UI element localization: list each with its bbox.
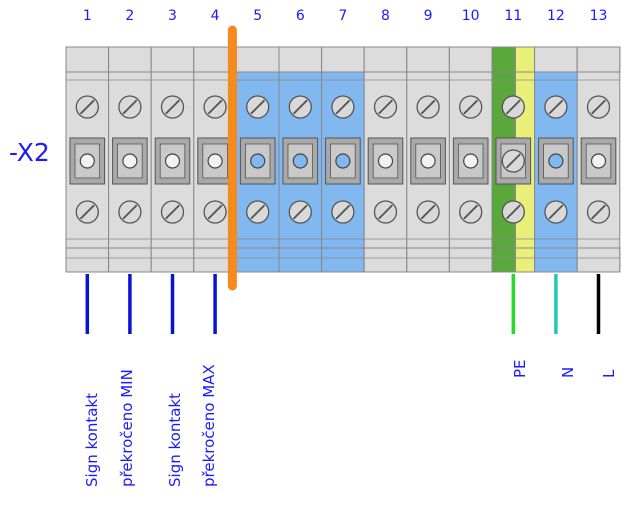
terminal-number-13: 13 [589,8,608,24]
terminal-number-12: 12 [546,8,565,24]
terminal-7-upper-screw-slot [335,99,351,115]
terminal-12-top-cap [534,46,578,73]
terminal-3-test-socket [164,153,181,169]
terminal-6-top-cap [278,46,323,73]
label-group2-line2: překročeno MAX [200,364,218,487]
terminal-1-test-socket [79,153,95,169]
terminal-8-upper-screw-slot [378,99,393,115]
terminal-number-10: 10 [461,8,480,24]
terminal-10-lower-screw-slot [463,204,479,220]
label-group1-line2: překročeno MIN [118,369,136,487]
terminal-2 [108,46,152,273]
terminal-4-upper-screw-slot [207,99,223,115]
terminal-5-upper-screw-slot [250,99,266,115]
terminal-1-bottom-cap [65,247,110,273]
terminal-4-test-socket [207,153,223,169]
terminal-3 [150,46,195,273]
terminal-5-bottom-cap [235,247,280,273]
terminal-12-test-socket [548,153,564,169]
terminal-11-middle-screw-slot [505,153,521,169]
terminal-2-upper-screw-slot [122,99,138,115]
terminal-13-upper-screw-slot [591,99,606,115]
terminal-11 [491,46,536,273]
terminal-13-lower-screw-slot [591,204,606,220]
terminal-2-bottom-cap [108,247,152,273]
terminal-6 [278,46,323,273]
terminal-13 [576,46,621,273]
terminal-1-clamp-inner [74,143,101,179]
terminal-9-upper-screw-slot [420,99,436,115]
terminal-4-lower-screw-slot [207,204,223,220]
terminal-9-test-socket [420,153,436,169]
terminal-2-test-socket [122,153,138,169]
terminal-7 [321,46,365,273]
terminal-7-lower-screw-slot [335,204,351,220]
terminal-5-clamp-inner [244,143,271,179]
terminal-3-lower-screw-slot [165,204,180,220]
terminal-number-2: 2 [125,8,135,24]
terminal-9-lower-screw-slot [420,204,436,220]
terminal-12-bottom-cap [534,247,578,273]
terminal-10-top-cap [448,46,493,73]
terminal-8-top-cap [363,46,408,73]
terminal-7-test-socket [335,153,351,169]
terminal-6-test-socket [292,153,308,169]
terminal-8 [363,46,408,273]
terminal-9-top-cap [406,46,450,73]
terminal-5 [235,46,280,273]
terminal-8-bottom-cap [363,247,408,273]
terminal-1-lower-screw-slot [79,204,95,220]
terminal-9 [406,46,450,273]
label-pe: PE [511,359,529,378]
terminal-1-upper-screw-slot [79,99,95,115]
terminal-3-top-cap [150,46,195,73]
terminal-number-6: 6 [295,8,305,24]
label-l: L [600,369,618,378]
terminal-11-lower-screw-slot [505,204,521,220]
terminal-10-upper-screw-slot [463,99,479,115]
label-group2-line1: Sign kontakt [166,393,184,487]
terminal-9-bottom-cap [406,247,450,273]
terminal-number-11: 11 [504,8,523,24]
terminal-12-lower-screw-slot [548,204,564,220]
terminal-number-8: 8 [381,8,390,24]
terminal-6-upper-screw-slot [292,99,308,115]
terminal-13-test-socket [590,153,607,169]
terminal-5-test-socket [250,153,266,169]
terminal-1 [65,46,110,273]
terminal-10-bottom-cap [448,247,493,273]
label-group1-line1: Sign kontakt [83,393,101,487]
strip-label: -X2 [9,138,50,167]
terminal-11-upper-screw-slot [505,99,521,115]
terminal-12 [534,46,578,273]
terminal-13-top-cap [576,46,621,73]
terminal-6-lower-screw-slot [292,204,308,220]
terminal-3-bottom-cap [150,247,195,273]
terminal-7-bottom-cap [321,247,365,273]
terminal-8-lower-screw-slot [378,204,393,220]
terminal-number-9: 9 [423,8,433,24]
terminal-5-lower-screw-slot [250,204,266,220]
terminal-13-bottom-cap [576,247,621,273]
terminal-7-top-cap [321,46,365,73]
terminal-5-top-cap [235,46,280,73]
terminal-6-bottom-cap [278,247,323,273]
terminal-number-4: 4 [210,8,220,24]
terminal-number-3: 3 [168,8,177,24]
terminal-number-1: 1 [82,8,92,24]
terminal-1-top-cap [65,46,110,73]
terminal-12-upper-screw-slot [548,99,564,115]
terminal-10 [448,46,493,273]
terminal-2-lower-screw-slot [122,204,138,220]
terminal-2-top-cap [108,46,152,73]
terminal-3-upper-screw-slot [165,99,180,115]
terminal-10-test-socket [463,153,479,169]
terminal-number-5: 5 [253,8,263,24]
terminal-number-7: 7 [338,8,348,24]
terminal-8-test-socket [377,153,394,169]
label-n: N [559,366,577,378]
